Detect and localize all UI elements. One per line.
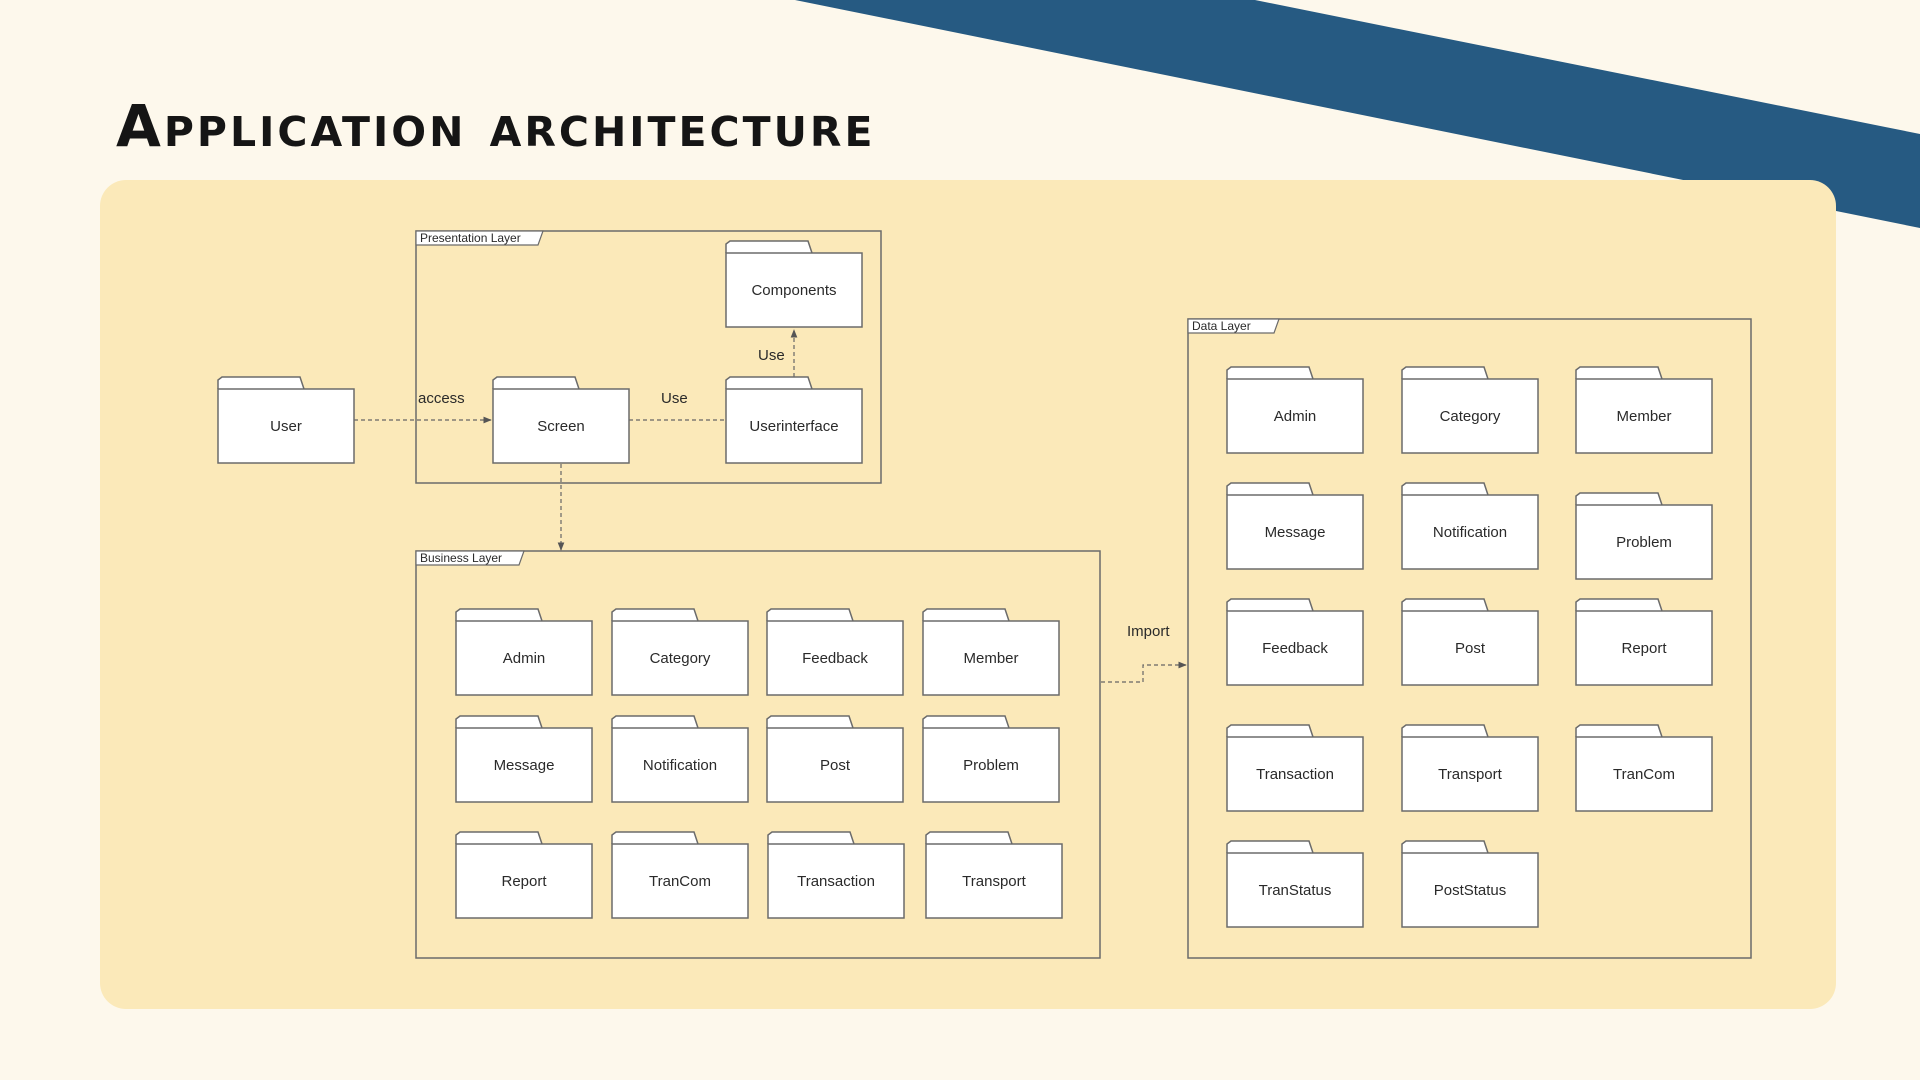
business-layer-label: Business Layer: [420, 551, 502, 565]
data-package-problem[interactable]: Problem: [1575, 492, 1713, 580]
components-package[interactable]: Components: [725, 240, 863, 328]
business-package-message-label: Message: [494, 757, 555, 774]
business-package-trancom[interactable]: TranCom: [611, 831, 749, 919]
data-package-transport[interactable]: Transport: [1401, 724, 1539, 812]
business-package-category[interactable]: Category: [611, 608, 749, 696]
business-package-member-label: Member: [963, 650, 1018, 667]
business-package-category-label: Category: [650, 650, 711, 667]
data-package-notification[interactable]: Notification: [1401, 482, 1539, 570]
data-package-transtatus-label: TranStatus: [1259, 882, 1332, 899]
page-title: Application architecture: [116, 92, 876, 160]
data-package-transaction[interactable]: Transaction: [1226, 724, 1364, 812]
data-package-trancom[interactable]: TranCom: [1575, 724, 1713, 812]
business-package-notification[interactable]: Notification: [611, 715, 749, 803]
business-package-transport[interactable]: Transport: [925, 831, 1063, 919]
data-package-notification-label: Notification: [1433, 524, 1507, 541]
data-package-feedback-label: Feedback: [1262, 640, 1328, 657]
data-package-category-label: Category: [1440, 408, 1501, 425]
business-package-notification-label: Notification: [643, 757, 717, 774]
business-package-admin-label: Admin: [503, 650, 546, 667]
user-label: User: [270, 418, 302, 435]
screen-package[interactable]: Screen: [492, 376, 630, 464]
data-package-message-label: Message: [1265, 524, 1326, 541]
data-package-admin-label: Admin: [1274, 408, 1317, 425]
business-package-report[interactable]: Report: [455, 831, 593, 919]
access-label: access: [418, 390, 465, 407]
import-label: Import: [1127, 623, 1170, 640]
data-package-post-label: Post: [1455, 640, 1486, 657]
user-package[interactable]: User: [217, 376, 355, 464]
business-package-transaction[interactable]: Transaction: [767, 831, 905, 919]
data-package-category[interactable]: Category: [1401, 366, 1539, 454]
business-package-member[interactable]: Member: [922, 608, 1060, 696]
business-package-transaction-label: Transaction: [797, 873, 875, 890]
data-package-admin[interactable]: Admin: [1226, 366, 1364, 454]
business-package-message[interactable]: Message: [455, 715, 593, 803]
data-package-transtatus[interactable]: TranStatus: [1226, 840, 1364, 928]
business-package-trancom-label: TranCom: [649, 873, 711, 890]
business-package-report-label: Report: [501, 873, 547, 890]
business-package-feedback-label: Feedback: [802, 650, 868, 667]
data-package-transport-label: Transport: [1438, 766, 1502, 783]
import-arrow: [1101, 661, 1187, 683]
data-package-post[interactable]: Post: [1401, 598, 1539, 686]
use-components-label: Use: [758, 347, 785, 364]
business-package-post-label: Post: [820, 757, 851, 774]
data-package-report[interactable]: Report: [1575, 598, 1713, 686]
data-package-poststatus[interactable]: PostStatus: [1401, 840, 1539, 928]
use-screen-label: Use: [661, 390, 688, 407]
data-package-transaction-label: Transaction: [1256, 766, 1334, 783]
business-package-transport-label: Transport: [962, 873, 1026, 890]
data-package-report-label: Report: [1621, 640, 1667, 657]
userinterface-label: Userinterface: [749, 418, 838, 435]
userinterface-package[interactable]: Userinterface: [725, 376, 863, 464]
business-package-post[interactable]: Post: [766, 715, 904, 803]
presentation-layer-label: Presentation Layer: [420, 231, 521, 245]
business-package-admin[interactable]: Admin: [455, 608, 593, 696]
data-package-feedback[interactable]: Feedback: [1226, 598, 1364, 686]
data-layer-label: Data Layer: [1192, 319, 1251, 333]
data-package-member[interactable]: Member: [1575, 366, 1713, 454]
business-layer-frame: Business Layer: [415, 550, 1101, 959]
business-package-problem-label: Problem: [963, 757, 1019, 774]
data-layer-frame: Data Layer: [1187, 318, 1752, 959]
screen-label: Screen: [537, 418, 585, 435]
components-label: Components: [751, 282, 836, 299]
data-package-member-label: Member: [1616, 408, 1671, 425]
business-package-problem[interactable]: Problem: [922, 715, 1060, 803]
data-package-problem-label: Problem: [1616, 534, 1672, 551]
data-package-poststatus-label: PostStatus: [1434, 882, 1507, 899]
data-package-message[interactable]: Message: [1226, 482, 1364, 570]
data-package-trancom-label: TranCom: [1613, 766, 1675, 783]
business-package-feedback[interactable]: Feedback: [766, 608, 904, 696]
presentation-layer-frame: Presentation Layer: [415, 230, 882, 484]
